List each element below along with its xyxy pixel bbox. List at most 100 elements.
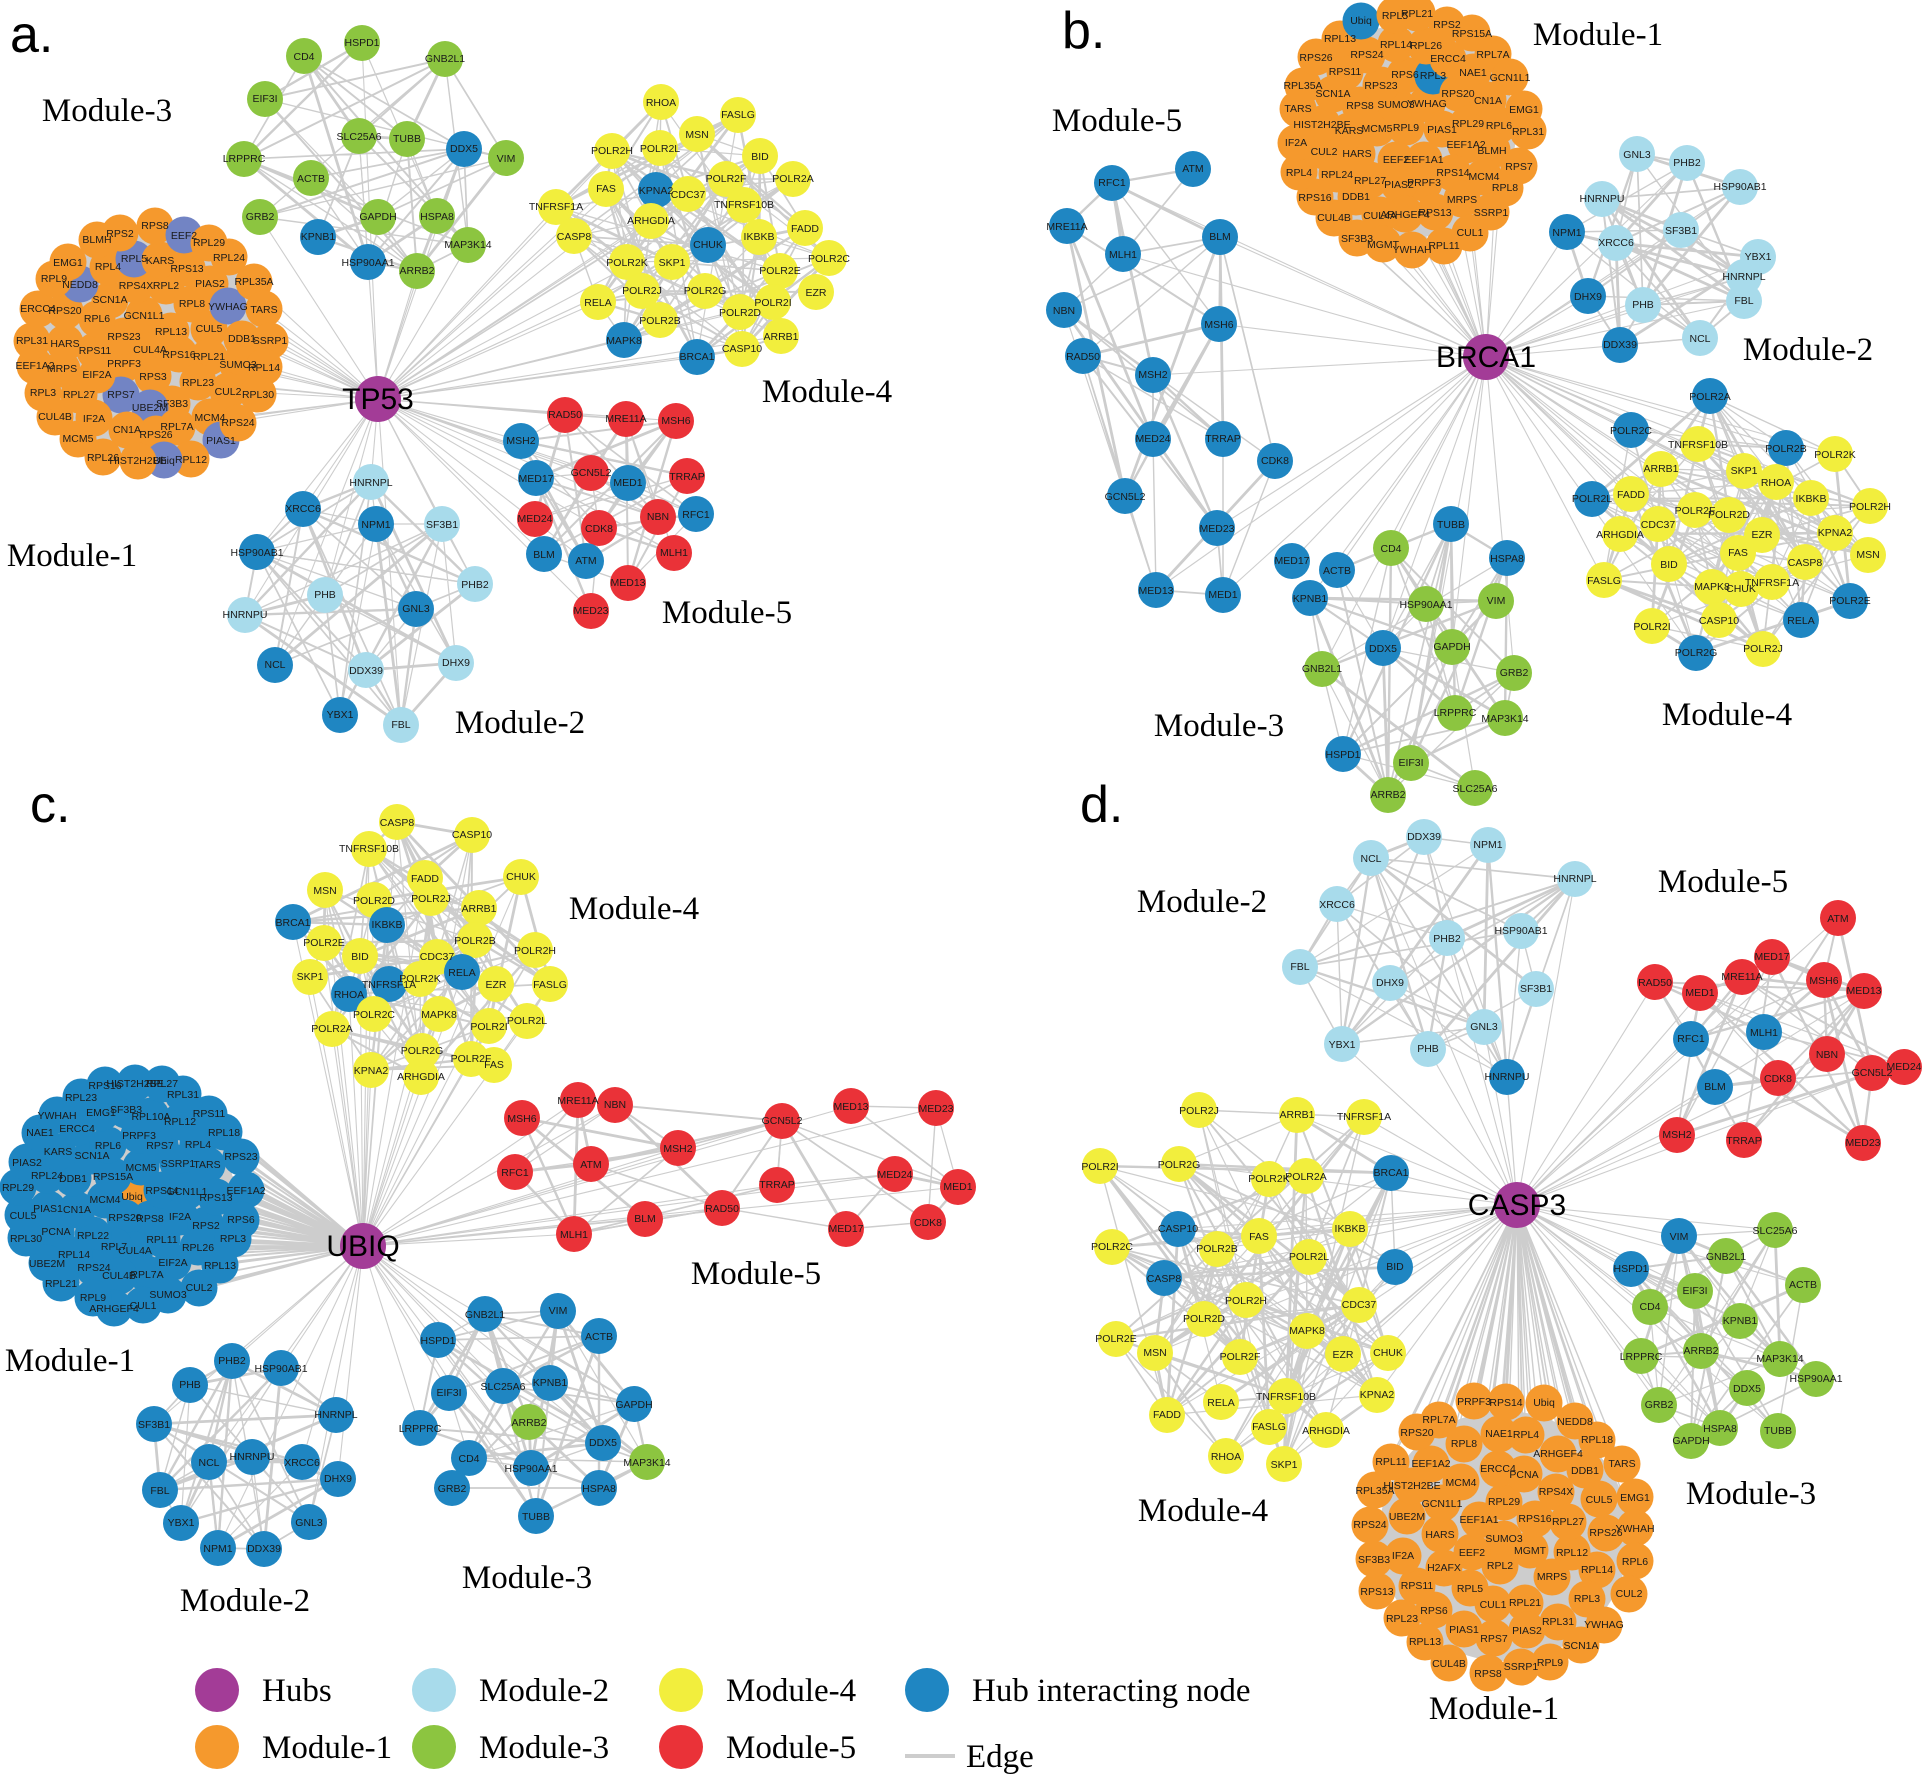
svg-text:LRPPRC: LRPPRC <box>399 1423 442 1435</box>
svg-text:CDK8: CDK8 <box>1764 1073 1792 1085</box>
svg-text:MED17: MED17 <box>1754 951 1789 963</box>
svg-text:ACTB: ACTB <box>585 1331 613 1343</box>
svg-text:RPL9: RPL9 <box>41 273 67 285</box>
svg-text:RPL23: RPL23 <box>1386 1613 1418 1625</box>
svg-text:POLR2H: POLR2H <box>514 945 556 957</box>
svg-text:PIAS1: PIAS1 <box>33 1203 63 1215</box>
svg-text:RPS20: RPS20 <box>48 305 81 317</box>
svg-text:MCM5: MCM5 <box>63 433 94 445</box>
svg-text:HSP90AA1: HSP90AA1 <box>1789 1373 1842 1385</box>
svg-text:MED17: MED17 <box>518 473 553 485</box>
svg-text:POLR2E: POLR2E <box>303 937 344 949</box>
svg-text:RPL13: RPL13 <box>1409 1636 1441 1648</box>
svg-text:HSPA8: HSPA8 <box>1703 1423 1737 1435</box>
svg-text:YBX1: YBX1 <box>1329 1039 1356 1051</box>
svg-text:HSP90AB1: HSP90AB1 <box>254 1363 307 1375</box>
svg-text:TUBB: TUBB <box>393 133 421 145</box>
svg-text:HIST2H2BE: HIST2H2BE <box>1383 1480 1440 1492</box>
svg-text:CDK8: CDK8 <box>1261 455 1289 467</box>
svg-text:POLR2D: POLR2D <box>719 307 761 319</box>
svg-text:MLH1: MLH1 <box>1750 1027 1778 1039</box>
svg-text:POLR2L: POLR2L <box>1572 493 1612 505</box>
svg-text:DHX9: DHX9 <box>1376 977 1404 989</box>
svg-text:CN1A: CN1A <box>63 1204 91 1216</box>
svg-text:POLR2B: POLR2B <box>454 935 495 947</box>
svg-text:GAPDH: GAPDH <box>615 1399 652 1411</box>
svg-text:TRRAP: TRRAP <box>759 1179 795 1191</box>
svg-text:TARS: TARS <box>1284 103 1311 115</box>
svg-text:CUL5: CUL5 <box>1586 1494 1613 1506</box>
svg-text:VIM: VIM <box>1487 595 1506 607</box>
svg-text:RPS23: RPS23 <box>224 1151 257 1163</box>
svg-text:XRCC6: XRCC6 <box>285 503 321 515</box>
svg-text:EMG1: EMG1 <box>53 257 83 269</box>
svg-text:RPS14: RPS14 <box>145 1185 178 1197</box>
svg-text:BID: BID <box>1660 559 1678 571</box>
svg-text:TNFRSF10B: TNFRSF10B <box>339 843 399 855</box>
svg-text:SUMO3: SUMO3 <box>1485 1533 1523 1545</box>
svg-text:RPL27: RPL27 <box>1354 175 1386 187</box>
svg-text:KPNA2: KPNA2 <box>354 1065 389 1077</box>
svg-text:GCN1L1: GCN1L1 <box>167 1186 208 1198</box>
svg-text:RPL7A: RPL7A <box>160 421 193 433</box>
svg-text:CUL2: CUL2 <box>1311 146 1338 158</box>
svg-text:RPS24: RPS24 <box>1353 1519 1386 1531</box>
svg-text:RPS11: RPS11 <box>79 345 112 357</box>
svg-text:POLR2E: POLR2E <box>1095 1333 1136 1345</box>
svg-text:RPL27: RPL27 <box>63 389 95 401</box>
svg-text:Ubiq: Ubiq <box>153 455 175 467</box>
svg-text:MCM4: MCM4 <box>90 1194 121 1206</box>
svg-text:GNB2L1: GNB2L1 <box>465 1309 505 1321</box>
svg-text:MRE11A: MRE11A <box>1721 971 1762 983</box>
svg-text:KARS: KARS <box>146 255 175 267</box>
svg-text:Module-1: Module-1 <box>1429 1691 1559 1727</box>
svg-text:HSPD1: HSPD1 <box>420 1335 455 1347</box>
svg-text:RPL35A: RPL35A <box>1355 1485 1394 1497</box>
svg-text:ATM: ATM <box>1182 163 1203 175</box>
svg-text:CASP10: CASP10 <box>722 343 762 355</box>
svg-text:TRRAP: TRRAP <box>1205 433 1241 445</box>
svg-text:SLC25A6: SLC25A6 <box>481 1381 526 1393</box>
svg-text:PRPF3: PRPF3 <box>1457 1396 1491 1408</box>
svg-text:PRPF3: PRPF3 <box>107 358 141 370</box>
svg-text:POLR2D: POLR2D <box>1708 509 1750 521</box>
svg-text:CUL4B: CUL4B <box>1317 212 1351 224</box>
svg-text:SLC25A6: SLC25A6 <box>337 131 382 143</box>
svg-text:EMG1: EMG1 <box>1620 1492 1650 1504</box>
svg-text:RPL12: RPL12 <box>175 454 207 466</box>
svg-text:CUL2: CUL2 <box>215 386 242 398</box>
svg-text:RHOA: RHOA <box>1211 1451 1241 1463</box>
svg-text:HSP90AA1: HSP90AA1 <box>1399 599 1452 611</box>
svg-text:NCL: NCL <box>1689 333 1710 345</box>
svg-text:DDX5: DDX5 <box>450 143 478 155</box>
svg-text:RPL30: RPL30 <box>10 1233 42 1245</box>
svg-text:RPL4: RPL4 <box>95 261 121 273</box>
svg-text:BLM: BLM <box>634 1213 656 1225</box>
svg-text:NAE1: NAE1 <box>26 1127 54 1139</box>
svg-text:ARRB2: ARRB2 <box>1370 789 1405 801</box>
svg-text:HARS: HARS <box>1342 148 1371 160</box>
svg-text:GNL3: GNL3 <box>1470 1021 1498 1033</box>
svg-text:PIAS2: PIAS2 <box>12 1157 42 1169</box>
svg-text:RPS8: RPS8 <box>1346 100 1374 112</box>
svg-text:RPL11: RPL11 <box>146 1234 177 1246</box>
svg-text:CD4: CD4 <box>458 1453 479 1465</box>
svg-text:BRCA1: BRCA1 <box>1436 341 1536 374</box>
svg-text:MLH1: MLH1 <box>660 547 688 559</box>
svg-text:EEF1A1: EEF1A1 <box>1459 1514 1498 1526</box>
svg-text:POLR2C: POLR2C <box>353 1009 395 1021</box>
svg-text:GCN1L1: GCN1L1 <box>1422 1498 1463 1510</box>
svg-text:ARHGEF4: ARHGEF4 <box>1533 1448 1583 1460</box>
svg-text:UBIQ: UBIQ <box>326 1230 399 1263</box>
svg-text:RPS16: RPS16 <box>1298 192 1331 204</box>
svg-text:PRPF3: PRPF3 <box>1407 177 1441 189</box>
svg-text:FBL: FBL <box>1290 961 1309 973</box>
svg-text:UBE2M: UBE2M <box>132 402 168 414</box>
svg-text:RPS6: RPS6 <box>227 1214 255 1226</box>
svg-text:NPM1: NPM1 <box>1473 839 1502 851</box>
svg-text:RPL26: RPL26 <box>182 1242 214 1254</box>
svg-text:SUMO3: SUMO3 <box>149 1289 187 1301</box>
svg-text:KPNB1: KPNB1 <box>1293 593 1328 605</box>
svg-text:RAD50: RAD50 <box>548 409 582 421</box>
svg-text:TRRAP: TRRAP <box>1726 1135 1762 1147</box>
